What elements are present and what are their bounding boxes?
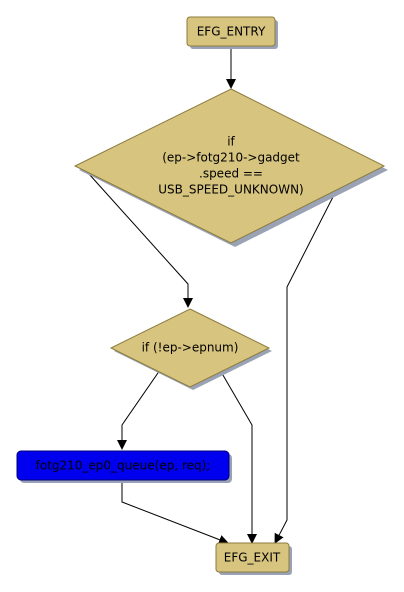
decision1-line-4: USB_SPEED_UNKNOWN) (158, 183, 303, 197)
exit-node: EFG_EXIT (215, 542, 292, 575)
decision1-line-1: if (227, 135, 235, 149)
edge-call-to-exit (121, 480, 229, 545)
call-node-box (16, 450, 230, 481)
entry-node-box (186, 16, 276, 47)
entry-node-label: EFG_ENTRY (197, 25, 266, 39)
edges (88, 47, 336, 545)
edge-decision2-to-exit (219, 369, 257, 544)
decision1-line-2: (ep->fotg210->gadget (162, 151, 300, 165)
edge-decision1-to-decision2 (88, 173, 193, 308)
decision1-node: if (ep->fotg210->gadget .speed == USB_SP… (73, 88, 388, 247)
call-node: fotg210_ep0_queue(ep, req); (16, 450, 232, 483)
exit-node-label: EFG_EXIT (224, 551, 281, 565)
call-node-label: fotg210_ep0_queue(ep, req); (36, 459, 211, 473)
decision2-node: if (!ep->epnum) (109, 308, 272, 390)
exit-node-box (215, 542, 290, 573)
decision1-node-diamond (73, 88, 386, 244)
decision2-label: if (!ep->epnum) (142, 341, 239, 355)
edge-decision2-to-call (117, 369, 161, 450)
edge-decision1-to-exit (274, 192, 336, 544)
entry-node: EFG_ENTRY (186, 16, 278, 49)
decision2-node-diamond (109, 308, 271, 388)
decision1-line-3: .speed == (199, 167, 263, 181)
